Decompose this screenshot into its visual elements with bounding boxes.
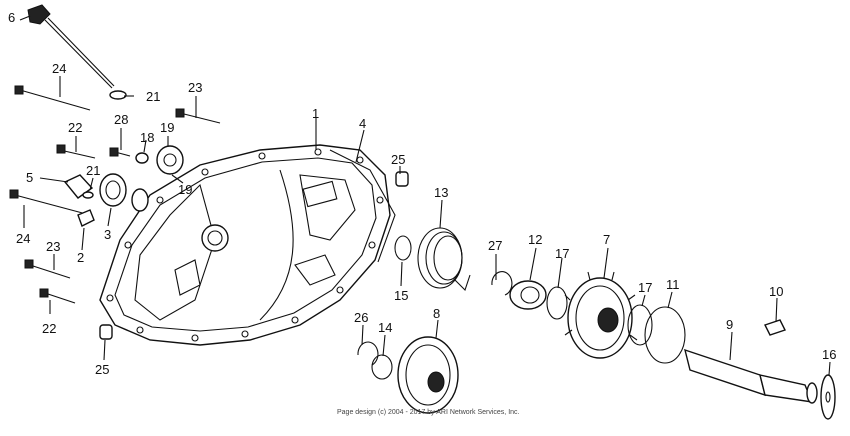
label-24b: 24: [16, 231, 30, 246]
label-8: 8: [433, 306, 440, 321]
label-25b: 25: [95, 362, 109, 377]
label-13: 13: [434, 185, 448, 200]
label-9: 9: [726, 317, 733, 332]
gear-7: [564, 271, 686, 364]
transmission-cover: [99, 144, 391, 346]
gasket: [329, 149, 396, 263]
label-19b: 19: [178, 182, 192, 197]
bolts: [9, 85, 221, 304]
label-22b: 22: [42, 321, 56, 336]
label-21: 21: [146, 89, 160, 104]
label-19: 19: [160, 120, 174, 135]
label-17: 17: [555, 246, 569, 261]
label-27: 27: [488, 238, 502, 253]
label-17b: 17: [638, 280, 652, 295]
label-3: 3: [104, 227, 111, 242]
label-15: 15: [394, 288, 408, 303]
label-23b: 23: [46, 239, 60, 254]
label-2: 2: [77, 250, 84, 265]
label-5: 5: [26, 170, 33, 185]
leader-lines: [19, 15, 831, 376]
kick-spring: [394, 227, 471, 292]
label-28: 28: [114, 112, 128, 127]
label-4: 4: [359, 116, 366, 131]
label-25: 25: [391, 152, 405, 167]
label-24: 24: [52, 61, 66, 76]
ratchet-set: [491, 271, 568, 320]
label-23: 23: [188, 80, 202, 95]
label-1: 1: [312, 106, 319, 121]
label-16: 16: [822, 347, 836, 362]
label-14: 14: [378, 320, 392, 335]
label-6: 6: [8, 10, 15, 25]
small-parts-left: [63, 145, 409, 340]
label-22: 22: [68, 120, 82, 135]
label-21b: 21: [86, 163, 100, 178]
label-11: 11: [666, 277, 680, 292]
dipstick: [27, 4, 127, 100]
gear-8: [357, 336, 459, 414]
label-26: 26: [354, 310, 368, 325]
label-18: 18: [140, 130, 154, 145]
part-labels: 6 24 21 23 22 28 18 19 1 4 5 21 25 13 24…: [8, 10, 836, 377]
label-7: 7: [603, 232, 610, 247]
kick-shaft: [684, 319, 836, 420]
label-10: 10: [769, 284, 783, 299]
label-12: 12: [528, 232, 542, 247]
copyright-text: Page design (c) 2004 - 2017 by ARI Netwo…: [337, 409, 520, 416]
